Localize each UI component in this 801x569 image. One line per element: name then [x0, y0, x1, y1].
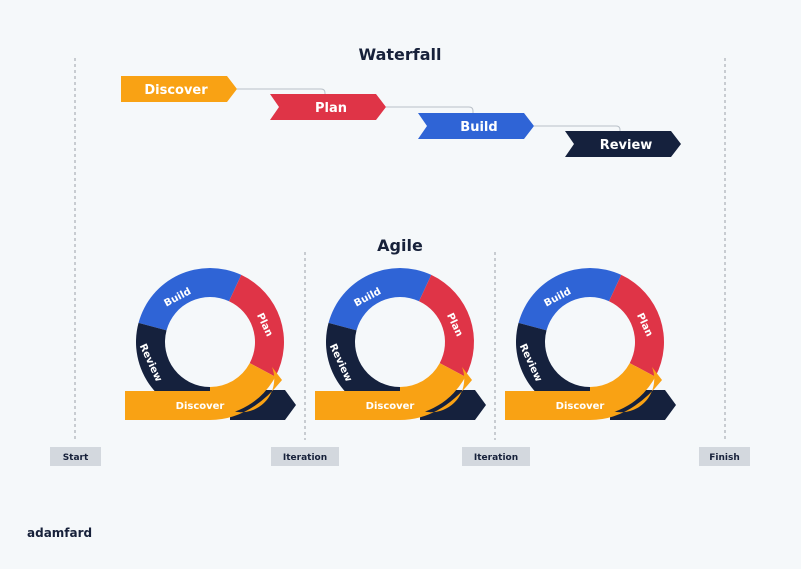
discover-band — [315, 367, 472, 420]
timeline-label-box — [462, 447, 530, 466]
discover-segment — [590, 363, 656, 416]
waterfall-step-build — [418, 113, 534, 139]
waterfall-step-label: Plan — [315, 101, 347, 116]
discover-label: Discover — [176, 401, 225, 412]
waterfall-step-plan — [270, 94, 386, 120]
waterfall-step-review — [565, 131, 681, 157]
timeline-label: Start — [63, 453, 89, 463]
plan-segment — [229, 274, 285, 377]
timeline-label-box — [271, 447, 339, 466]
discover-segment — [210, 363, 276, 416]
discover-label: Discover — [366, 401, 415, 412]
connector-line — [386, 106, 474, 113]
agile-cycles: BuildPlanReviewDiscoverBuildPlanReviewDi… — [125, 268, 676, 420]
timeline-label: Iteration — [474, 453, 518, 463]
waterfall-step-label: Build — [460, 120, 497, 135]
logo: adamfard — [27, 526, 92, 540]
waterfall-step-label: Review — [600, 138, 653, 153]
timeline-label: Finish — [709, 453, 740, 463]
waterfall-step-discover — [121, 76, 237, 102]
timeline-label-box — [50, 447, 101, 466]
timeline-dividers — [74, 58, 726, 440]
discover-band — [125, 367, 282, 420]
waterfall-title: Waterfall — [359, 45, 442, 64]
discover-band — [505, 367, 662, 420]
agile-title: Agile — [377, 236, 423, 255]
timeline-labels: Start Iteration Iteration Finish — [50, 447, 750, 466]
connector-line — [534, 125, 621, 131]
build-segment — [518, 268, 622, 331]
discover-segment — [400, 363, 466, 416]
build-segment — [328, 268, 432, 331]
plan-segment — [609, 274, 664, 377]
plan-segment — [419, 274, 474, 377]
timeline-label-box — [699, 447, 750, 466]
waterfall-step-label: Discover — [144, 83, 208, 98]
build-segment — [138, 268, 242, 331]
connector-line — [237, 88, 326, 94]
timeline-label: Iteration — [283, 453, 327, 463]
discover-label: Discover — [556, 401, 605, 412]
